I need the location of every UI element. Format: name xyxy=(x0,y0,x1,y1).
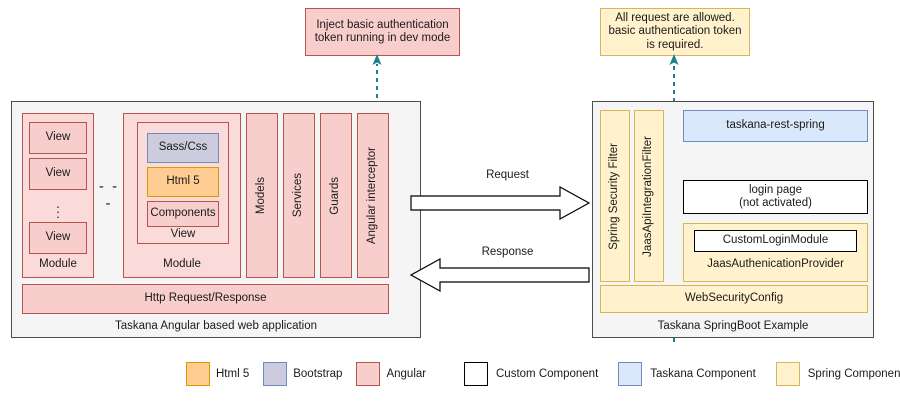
ellipsis-dot: . xyxy=(56,195,60,211)
login-page-line-2: (not activated) xyxy=(739,197,812,209)
legend-label-spring-component: Spring Component xyxy=(807,368,900,380)
module-a-label: Module xyxy=(39,258,77,271)
http-request-response-bar[interactable]: Http Request/Response xyxy=(22,284,389,314)
module-a-ellipsis: . . . xyxy=(29,196,87,220)
legend-swatch-html5 xyxy=(186,362,210,386)
legend-swatch-taskana-component xyxy=(618,362,643,386)
left-panel-caption: Taskana Angular based web application xyxy=(114,320,318,333)
module-b-view-label: View xyxy=(170,228,196,241)
legend-swatch-spring-component xyxy=(775,362,800,386)
login-page-line-1: login page xyxy=(748,183,803,196)
column-models[interactable]: Models xyxy=(246,113,278,278)
filter-jaas-api-integration-label: JaasApiIntegrationFilter xyxy=(642,135,655,257)
request-arrow-label: Request xyxy=(486,169,529,182)
column-angular-interceptor[interactable]: Angular interceptor xyxy=(357,113,389,278)
module-b-label: Module xyxy=(163,258,201,271)
column-guards[interactable]: Guards xyxy=(320,113,352,278)
login-page[interactable]: login page (not activated) xyxy=(683,180,868,214)
module-a-view-1[interactable]: View xyxy=(29,122,87,154)
module-a-view-3[interactable]: View xyxy=(29,222,87,254)
legend-label-angular: Angular xyxy=(386,368,427,380)
filter-spring-security-label: Spring Security Filter xyxy=(608,142,621,250)
column-models-label: Models xyxy=(255,176,268,215)
legend-label-bootstrap: Bootstrap xyxy=(293,368,343,380)
legend-label-taskana-component: Taskana Component xyxy=(650,368,756,380)
response-arrow-icon xyxy=(409,257,590,293)
callout-spring-security: All request are allowed. basic authentic… xyxy=(600,8,750,56)
jaas-authentication-provider-label: JaasAuthenicationProvider xyxy=(707,258,844,271)
column-guards-label: Guards xyxy=(329,176,342,215)
column-angular-interceptor-label: Angular interceptor xyxy=(366,146,379,245)
ellipsis-dot: . xyxy=(56,200,60,216)
legend-label-html5: Html 5 xyxy=(216,368,250,380)
filter-spring-security[interactable]: Spring Security Filter xyxy=(600,110,630,282)
right-panel-caption: Taskana SpringBoot Example xyxy=(657,320,809,333)
module-b-item-html5[interactable]: Html 5 xyxy=(147,167,219,197)
web-security-config[interactable]: WebSecurityConfig xyxy=(600,285,868,313)
module-b-item-components[interactable]: Components xyxy=(147,201,219,227)
filter-jaas-api-integration[interactable]: JaasApiIntegrationFilter xyxy=(634,110,664,282)
column-services[interactable]: Services xyxy=(283,113,315,278)
ellipsis-dot: . xyxy=(56,205,60,221)
legend-swatch-custom-component xyxy=(464,362,488,386)
legend-group-angular: Html 5 Bootstrap Angular xyxy=(186,362,426,386)
legend-label-custom-component: Custom Component xyxy=(496,368,599,380)
legend-group-spring: Custom Component Taskana Component Sprin… xyxy=(464,362,900,386)
callout-angular-interceptor: Inject basic authentication token runnin… xyxy=(305,8,460,56)
legend-swatch-bootstrap xyxy=(263,362,288,386)
module-a-view-2[interactable]: View xyxy=(29,158,87,190)
legend-swatch-angular xyxy=(356,362,381,386)
request-arrow-icon xyxy=(410,185,591,221)
modules-separator: - - - xyxy=(98,177,120,212)
taskana-rest-spring[interactable]: taskana-rest-spring xyxy=(683,110,868,142)
response-arrow-label: Response xyxy=(481,246,534,259)
module-b-item-sass-css[interactable]: Sass/Css xyxy=(147,133,219,163)
column-services-label: Services xyxy=(292,173,305,218)
custom-login-module[interactable]: CustomLoginModule xyxy=(694,230,857,252)
